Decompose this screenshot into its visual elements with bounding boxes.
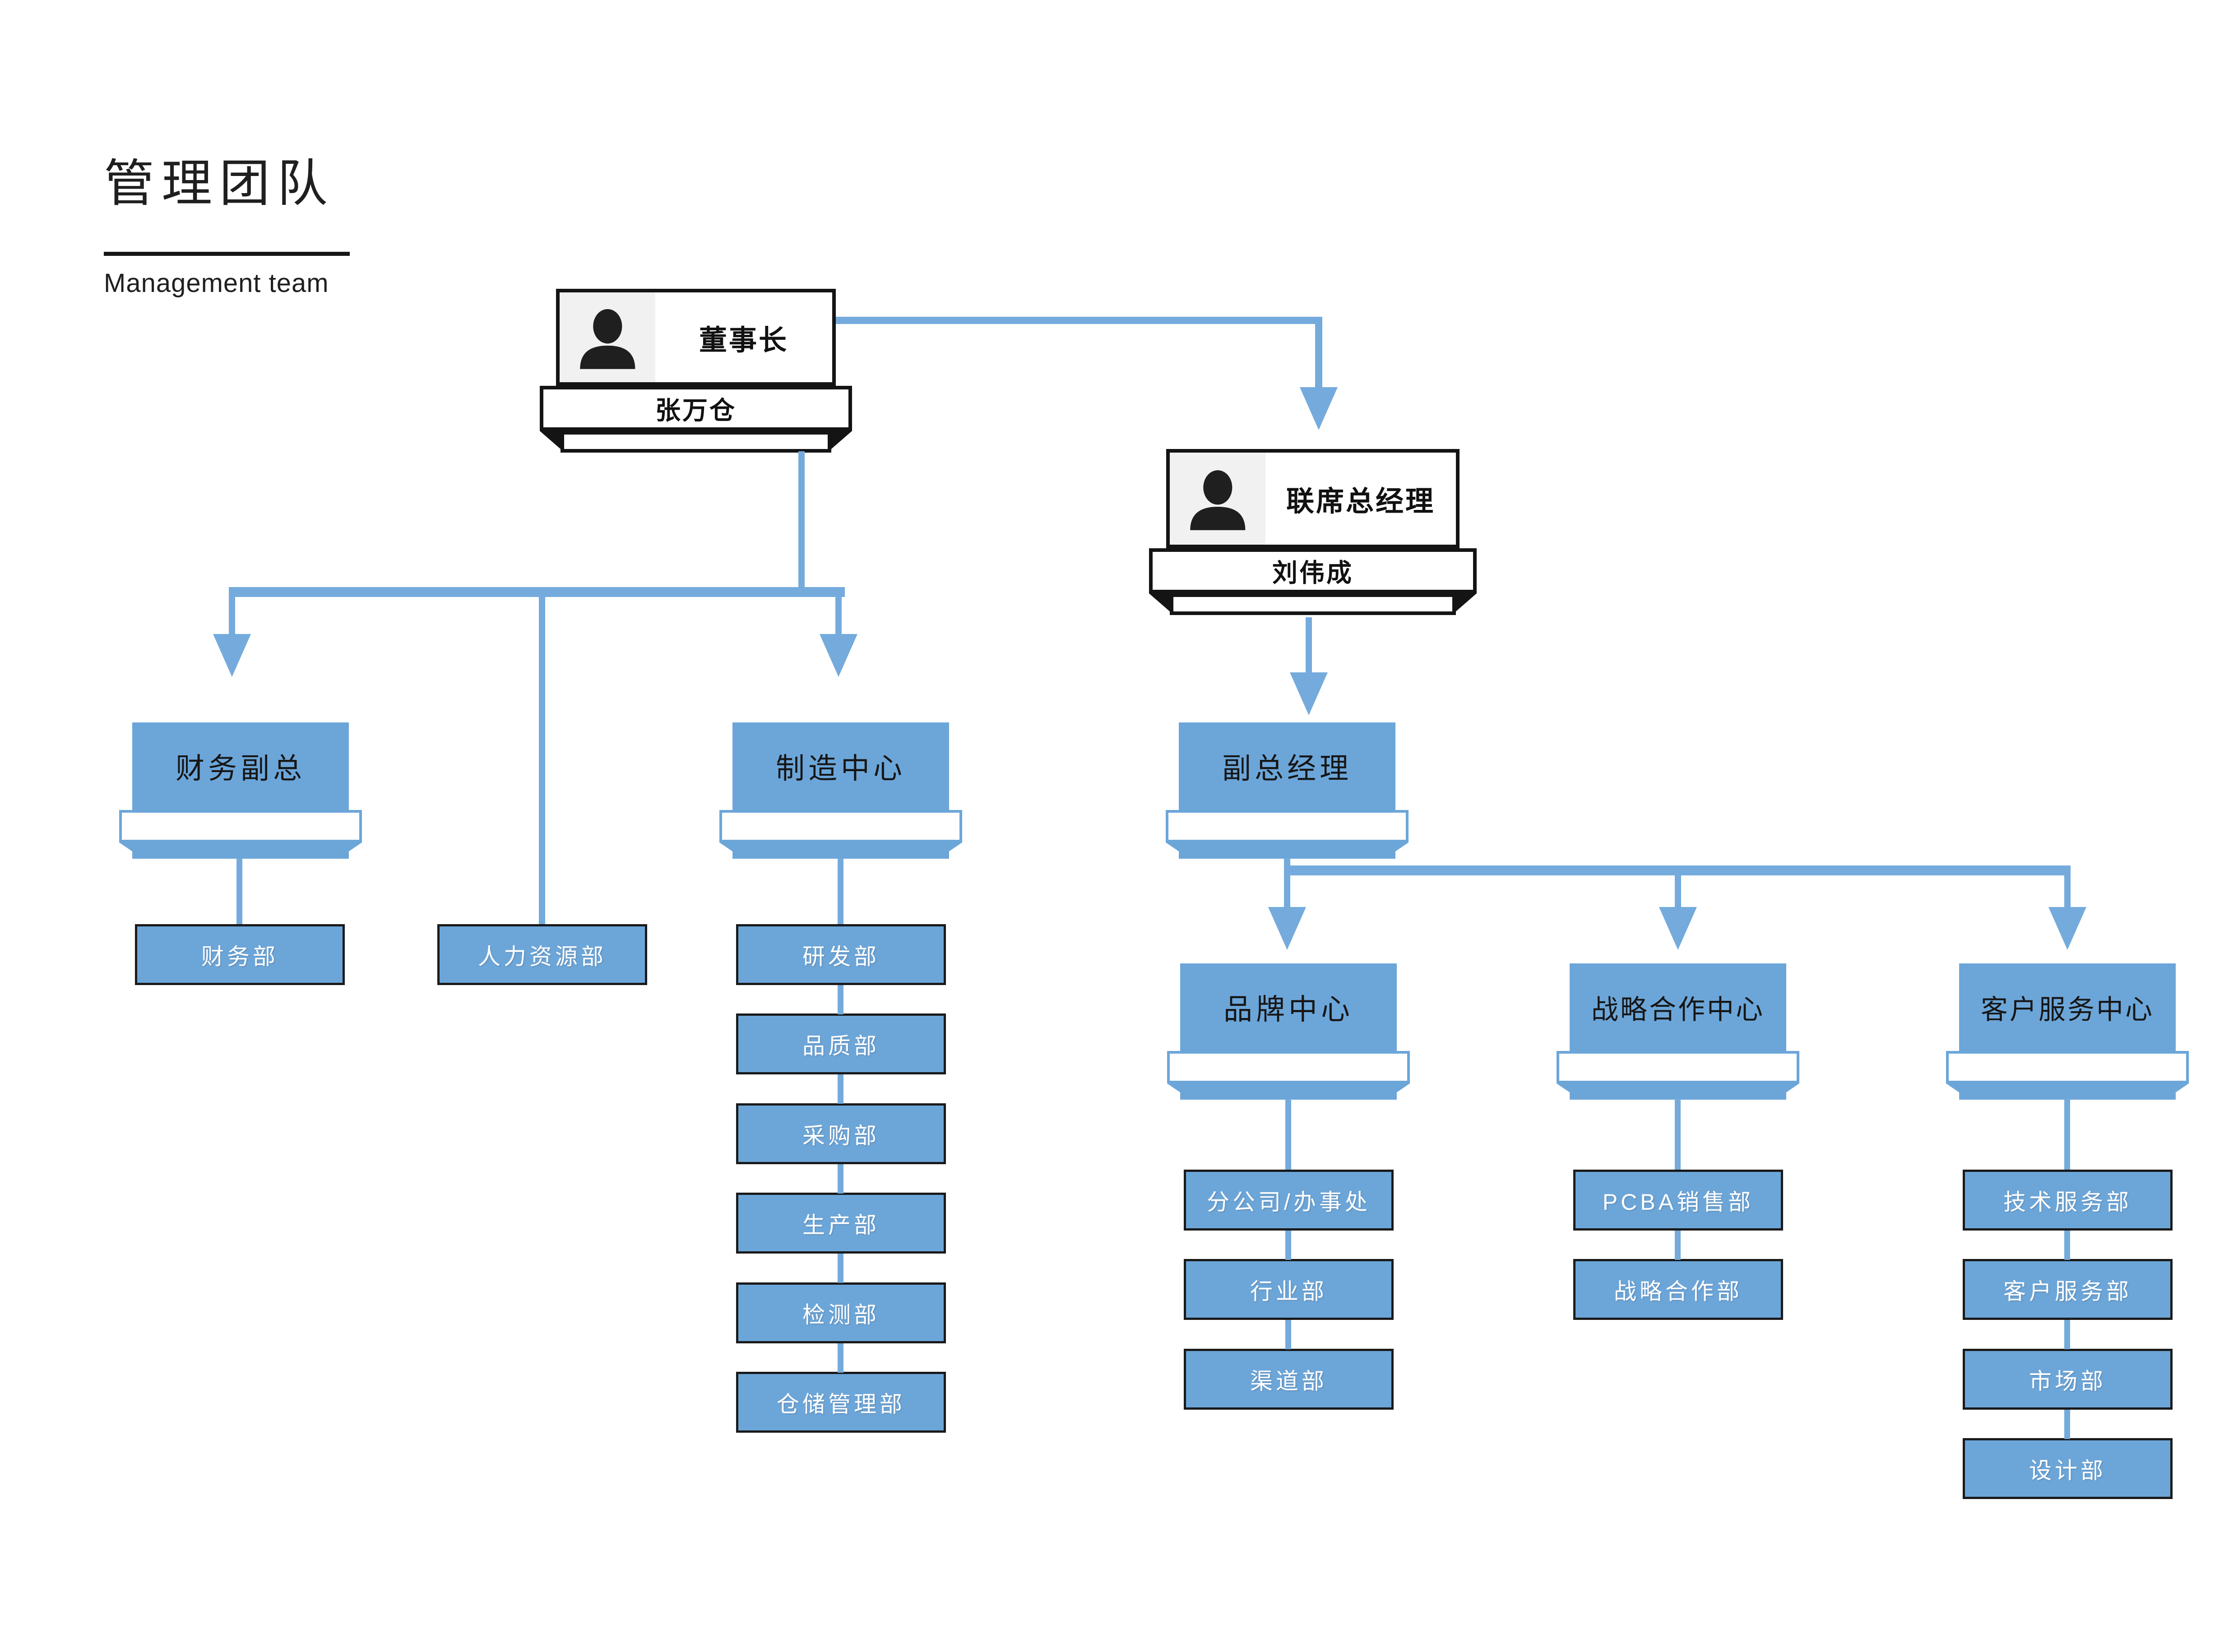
node-co-general-manager: 联席总经理 刘伟成 [1149, 449, 1477, 623]
manufacturing-center-label: 制造中心 [732, 722, 949, 810]
connector-deputy-stub [1284, 858, 1290, 867]
ribbon-fold-left [1149, 593, 1170, 611]
dept-pcba-sales: PCBA销售部 [1573, 1170, 1783, 1231]
connector-chairman-stub [798, 451, 805, 592]
connector-strategic-gap [1675, 1231, 1681, 1260]
ribbon-tail [1946, 1083, 2189, 1100]
dept-customer-service: 客户服务部 [1963, 1259, 2173, 1320]
connector-mfg-gap [838, 1343, 843, 1373]
strategic-center-label: 战略合作中心 [1570, 963, 1786, 1051]
connector-cs-gap [2064, 1231, 2070, 1260]
connector-cs-gap [2064, 1320, 2070, 1349]
deputy-gm-label: 副总经理 [1179, 722, 1395, 810]
connector-left-branch-h [229, 587, 845, 597]
ribbon-band [1557, 1051, 1799, 1083]
connector-brand-gap [1285, 1320, 1291, 1349]
node-chairman: 董事长 张万仓 [540, 289, 852, 460]
dept-inspection: 检测部 [736, 1282, 946, 1343]
connector-mfg-gap [838, 985, 843, 1014]
ribbon-fold-right [831, 431, 852, 449]
chairman-name-banner: 张万仓 [540, 386, 852, 431]
co-gm-card-base [1170, 593, 1456, 615]
node-deputy-general-manager: 副总经理 [1166, 722, 1409, 859]
node-brand-center: 品牌中心 [1167, 963, 1410, 1100]
arrowhead-down-icon [1300, 387, 1338, 430]
dept-design: 设计部 [1963, 1438, 2173, 1499]
finance-vp-label: 财务副总 [132, 722, 349, 810]
dept-procurement: 采购部 [736, 1103, 946, 1164]
arrowhead-down-icon [1290, 672, 1328, 715]
customer-service-center-label: 客户服务中心 [1959, 963, 2176, 1051]
avatar-placeholder [1170, 453, 1265, 545]
arrowhead-down-icon [2048, 907, 2086, 950]
co-gm-title-label: 联席总经理 [1286, 486, 1435, 517]
connector-chairman-to-cogm-v [1315, 317, 1322, 388]
node-finance-vp: 财务副总 [119, 722, 362, 859]
node-strategic-cooperation-center: 战略合作中心 [1557, 963, 1799, 1100]
page-title: 管理团队 [104, 155, 335, 212]
connector-brand-col [1285, 1099, 1291, 1170]
connector-mfg-col [838, 858, 843, 924]
connector-drop-hr [539, 597, 545, 924]
dept-industry: 行业部 [1184, 1259, 1394, 1320]
connector-mfg-gap [838, 1074, 843, 1104]
connector-cs-gap [2064, 1410, 2070, 1439]
connector-centers-branch-h [1284, 865, 2071, 875]
brand-center-label: 品牌中心 [1180, 963, 1397, 1051]
dept-quality: 品质部 [736, 1013, 946, 1074]
ribbon-band [719, 810, 962, 842]
ribbon-band [1166, 810, 1409, 842]
dept-warehouse: 仓储管理部 [736, 1372, 946, 1433]
ribbon-band [119, 810, 362, 842]
ribbon-tail [1166, 842, 1409, 859]
ribbon-band [1946, 1051, 2189, 1083]
ribbon-fold-left [540, 431, 561, 449]
ribbon-tail [119, 842, 362, 859]
person-icon [1190, 470, 1246, 531]
dept-branch-offices: 分公司/办事处 [1184, 1170, 1394, 1231]
avatar-placeholder [560, 292, 655, 382]
dept-marketing: 市场部 [1963, 1349, 2173, 1410]
connector-cogm-to-deputy [1306, 617, 1312, 673]
dept-rnd: 研发部 [736, 924, 946, 985]
node-manufacturing-center: 制造中心 [719, 722, 962, 859]
person-icon [579, 309, 635, 369]
connector-chairman-to-cogm-h [836, 317, 1322, 324]
connector-drop-strategic-center [1675, 875, 1681, 908]
chairman-title-label: 董事长 [699, 324, 788, 356]
connector-cs-col [2064, 1099, 2070, 1170]
connector-drop-finance-vp [229, 597, 235, 635]
dept-strategic-cooperation: 战略合作部 [1573, 1259, 1783, 1320]
dept-production: 生产部 [736, 1193, 946, 1254]
ribbon-tail [719, 842, 962, 859]
co-gm-name-banner: 刘伟成 [1149, 548, 1477, 593]
ribbon-fold-right [1456, 593, 1477, 611]
ribbon-tail [1167, 1083, 1410, 1100]
arrowhead-down-icon [213, 634, 251, 677]
connector-drop-customer-center [2064, 875, 2071, 908]
connector-drop-manufacturing [835, 597, 842, 635]
dept-human-resources: 人力资源部 [437, 924, 647, 985]
dept-channel: 渠道部 [1184, 1349, 1394, 1410]
connector-brand-gap [1285, 1231, 1291, 1260]
arrowhead-down-icon [820, 634, 857, 677]
ribbon-tail [1557, 1083, 1799, 1100]
ribbon-band [1167, 1051, 1410, 1083]
chairman-card-base [561, 431, 831, 453]
arrowhead-down-icon [1268, 907, 1306, 950]
connector-mfg-gap [838, 1164, 843, 1194]
node-customer-service-center: 客户服务中心 [1946, 963, 2189, 1100]
title-underline [104, 252, 350, 256]
connector-drop-brand-center [1284, 875, 1290, 908]
arrowhead-down-icon [1659, 907, 1697, 950]
page-subtitle: Management team [104, 268, 329, 298]
dept-finance: 财务部 [135, 924, 345, 985]
connector-financevp-finance [236, 858, 242, 924]
dept-technical-service: 技术服务部 [1963, 1170, 2173, 1231]
connector-mfg-gap [838, 1254, 843, 1283]
connector-strategic-col [1675, 1099, 1681, 1170]
